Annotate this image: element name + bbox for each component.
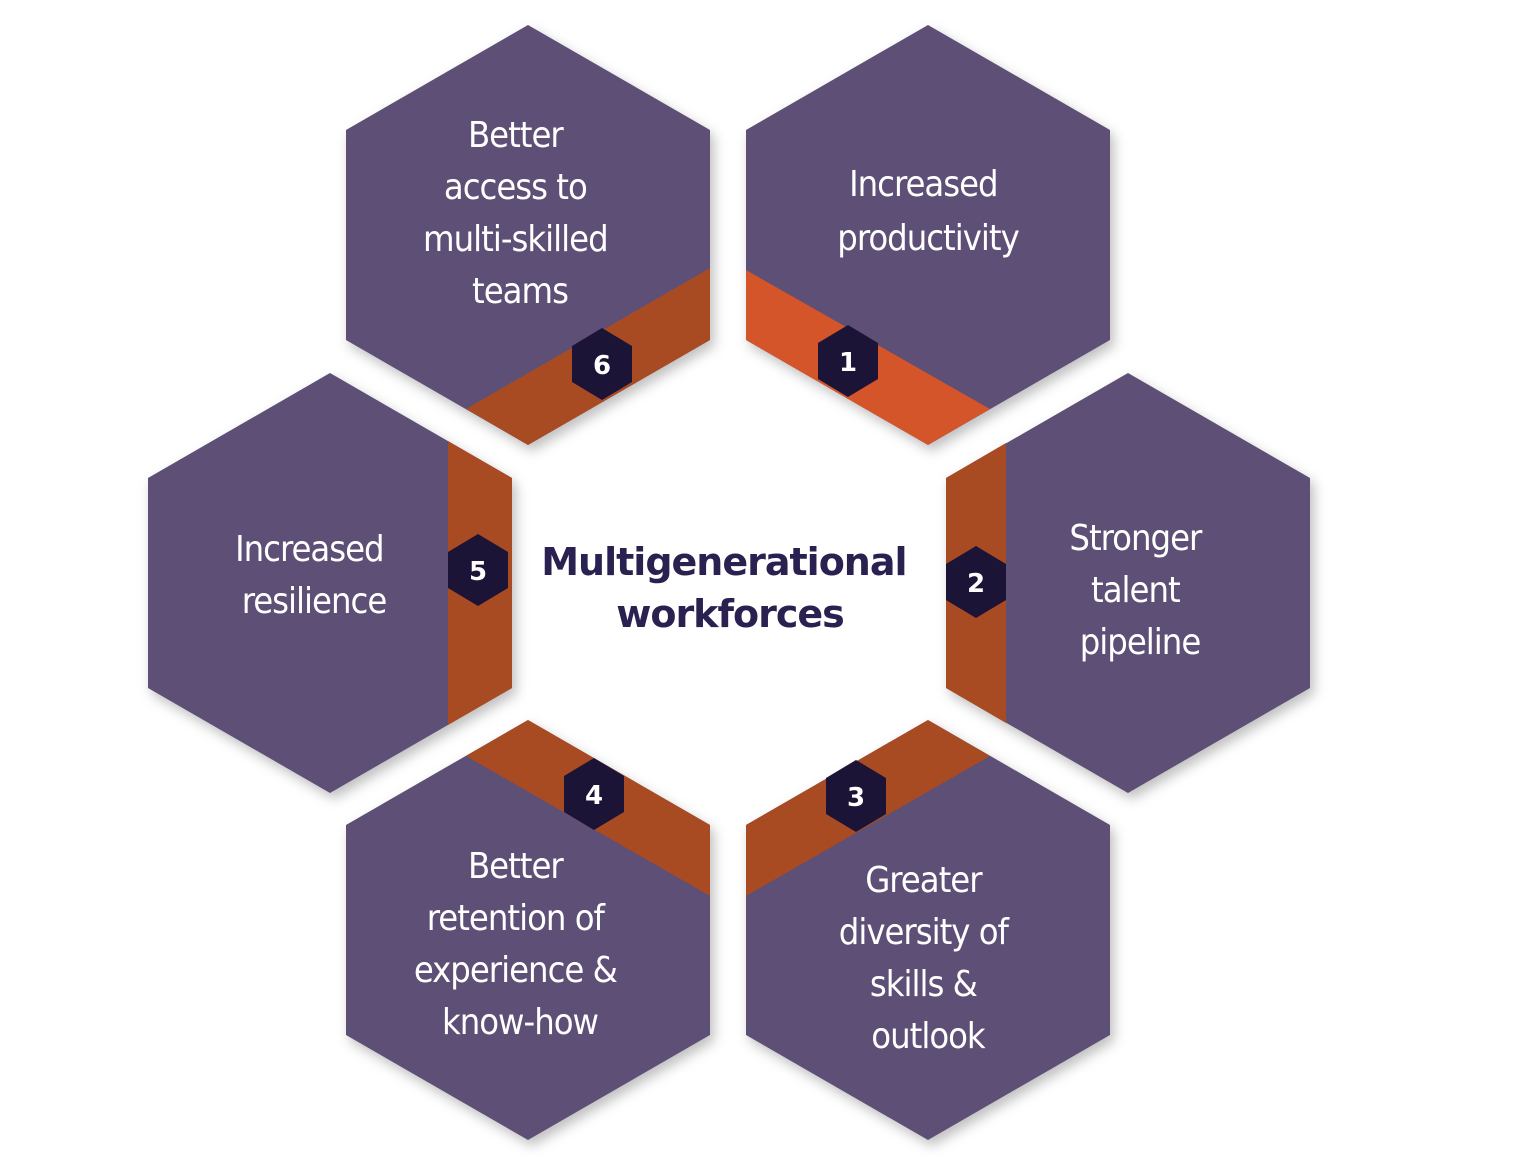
hexagon-shape xyxy=(946,373,1310,793)
center-title: Multigenerational workforces xyxy=(541,540,919,636)
number-badge-5: 5 xyxy=(448,534,508,606)
number-badge-4: 4 xyxy=(564,758,624,830)
number-badge-3: 3 xyxy=(826,760,886,832)
hexagon-shape xyxy=(148,373,512,793)
benefit-label-3: Greater diversity of skills & outlook xyxy=(839,860,1017,1057)
badge-shape xyxy=(572,328,632,400)
badge-number: 3 xyxy=(847,783,865,813)
number-badge-6: 6 xyxy=(572,328,632,400)
badge-number: 4 xyxy=(585,781,603,811)
badge-number: 2 xyxy=(967,569,985,599)
benefit-label-4: Better retention of experience & know-ho… xyxy=(414,846,626,1043)
badge-number: 6 xyxy=(593,351,611,381)
badge-shape xyxy=(818,325,878,397)
number-badge-1: 1 xyxy=(818,325,878,397)
badge-number: 1 xyxy=(839,348,857,378)
badge-number: 5 xyxy=(469,557,487,587)
benefit-label-1: Increased productivity xyxy=(837,164,1019,259)
badge-shape xyxy=(564,758,624,830)
number-badge-2: 2 xyxy=(946,546,1006,618)
badge-shape xyxy=(946,546,1006,618)
badge-shape xyxy=(826,760,886,832)
benefit-label-2: Stronger talent pipeline xyxy=(1069,518,1210,663)
badge-shape xyxy=(448,534,508,606)
benefit-label-6: Better access to multi-skilled teams xyxy=(423,115,617,312)
benefit-label-5: Increased resilience xyxy=(235,529,393,622)
